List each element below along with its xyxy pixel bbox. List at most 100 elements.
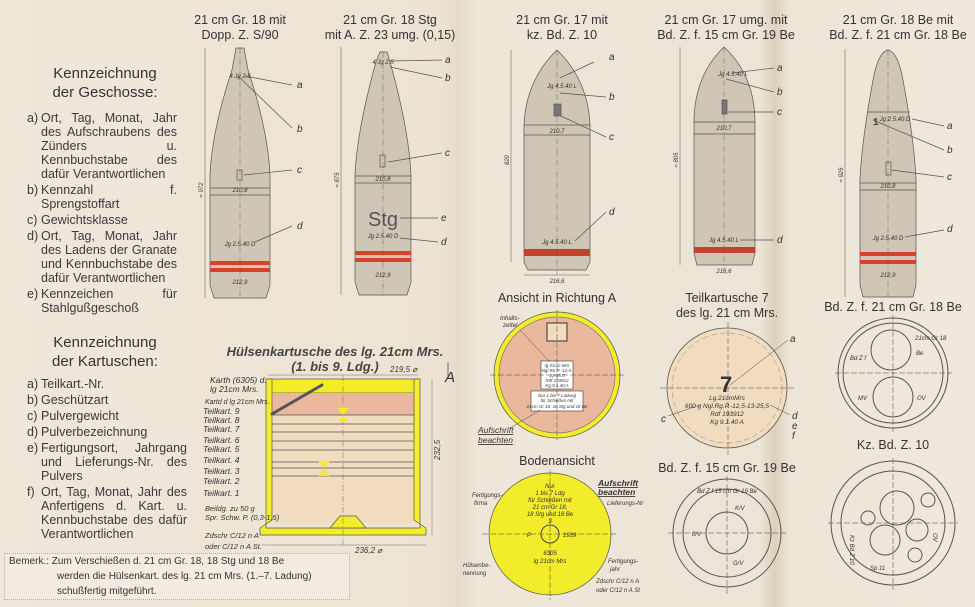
- fuze-mark: G/V: [733, 561, 744, 567]
- ring-text: Bd Z f: [850, 356, 867, 362]
- label-line: 21cm Gr 18, 18 Stg und 18 Be: [526, 404, 588, 409]
- length-label: ≈ 875: [335, 172, 341, 188]
- cartridge-legend-heading: Kennzeichnung der Kartuschen:: [30, 333, 180, 371]
- legend-item: f)Ort, Tag, Monat, Jahr des Anfertigens …: [27, 485, 187, 541]
- legend-key: b): [27, 393, 39, 407]
- callout-label: Fertigungs-: [608, 559, 638, 565]
- loading-marking: Jg 2.5.40 D: [224, 242, 256, 248]
- ring-text: Kz Bd Z 10: [848, 535, 854, 565]
- shell-title: Dopp. Z. S/90: [201, 28, 278, 42]
- shell-title: kz. Bd. Z. 10: [527, 28, 597, 42]
- remark-text: Zum Verschießen d. 21 cm Gr. 18, 18 Stg …: [51, 556, 285, 567]
- legend-text: Gewichtsklasse: [41, 213, 128, 227]
- part-label: Teilkart. 6: [203, 435, 240, 445]
- legend-item: b)Kennzahl f. Sprengstoffart: [27, 183, 177, 211]
- fuze-marking: 4 Jg 2.5: [229, 74, 251, 80]
- cartridge-part-labels: Karth (6305) d. lg 21cm Mrs. Kartd d lg …: [203, 375, 280, 551]
- remark-text: schußfertig mitgeführt.: [57, 586, 157, 597]
- part-label: Spr. Schw. P. (0,3-1,5): [205, 513, 280, 522]
- dimension-height: 232,5: [433, 439, 442, 461]
- callout-label: Zdschr C/12 n A: [595, 579, 639, 585]
- legend-key: d): [27, 425, 39, 439]
- remark-line: Bemerk.: Zum Verschießen d. 21 cm Gr. 18…: [9, 554, 345, 569]
- legend-text: Pulverbezeichnung: [41, 425, 148, 439]
- loading-marking: Jg 2.5.40 D: [367, 234, 399, 240]
- shell-title: 21 cm Gr. 17 umg. mit: [665, 13, 788, 27]
- callout-c: c: [445, 148, 450, 159]
- callout-label: beachten: [598, 487, 635, 497]
- loading-marking: Jg 2.5.40 D: [872, 236, 904, 242]
- length-label: ≈ 972: [199, 182, 205, 198]
- callout-b: b: [297, 124, 303, 135]
- shell-title: 21 cm Gr. 17 mit: [516, 13, 608, 27]
- legend-key: b): [27, 183, 39, 197]
- label-line: 18 Stg und 18 Be: [527, 512, 574, 518]
- part-label: oder C/12 n A St.: [205, 542, 262, 551]
- shell-title: 21 cm Gr. 18 mit: [194, 13, 286, 27]
- legend-text: Kennzahl f. Sprengstoffart: [41, 183, 177, 211]
- callout-label: Aufschrift: [597, 478, 639, 488]
- fuze-title: Bd. Z. f. 15 cm Gr. 19 Be: [658, 461, 796, 475]
- cartridge-legend-list: a)Teilkart.-Nr. b)Geschützart c)Pulverge…: [27, 377, 187, 543]
- callout-label: Hülsenbe-: [463, 563, 490, 569]
- cartridge-subtitle: (1. bis 9. Ldg.): [291, 359, 378, 374]
- callout-a: a: [609, 52, 615, 63]
- diameter-label: 212,9: [374, 273, 391, 279]
- diameter-label: 210,8: [879, 184, 896, 190]
- shell-gr18-stg-drawing: [340, 47, 443, 296]
- steel-cast-marking: Stg: [368, 209, 398, 231]
- shell-gr17-labels: Jg 4.5.40 L 210,7 Jg 4.5.40 L 216,6 820 …: [505, 52, 615, 285]
- diameter-label: 212,9: [231, 280, 248, 286]
- cartridge-title: Hülsenkartusche des lg. 21cm Mrs.: [227, 344, 444, 359]
- callout-d: d: [947, 224, 953, 235]
- bottom-view: Nur 1 bis 7 Ldg für Schießen mit 21 cm G…: [463, 454, 644, 600]
- fuze-marking: Jg 2.5.40 D: [879, 117, 911, 123]
- bottom-view-title: Bodenansicht: [519, 454, 595, 468]
- partial-charge-7: Teilkartusche 7 des lg. 21 cm Mrs. 7 Lg.…: [660, 291, 798, 455]
- callout-label: Aufschrift: [477, 425, 514, 435]
- part-label: Teilkart. 7: [203, 424, 240, 434]
- legend-text: Ort, Tag, Monat, Jahr des Aufschraubens …: [41, 111, 177, 181]
- part-label: Zdschr C/12 n A: [204, 531, 259, 540]
- legend-text: Kennzeichen für Stahlgußgeschoß: [41, 287, 177, 315]
- legend-key: e): [27, 287, 39, 301]
- fuze-15cm-gr19-be: Bd. Z. f. 15 cm Gr. 19 Be Bd Z f 15 cm G…: [658, 461, 796, 596]
- part-label: Teilkart. 2: [203, 476, 240, 486]
- part-label: Teilkart. 9: [203, 406, 240, 416]
- callout-d: d: [609, 207, 615, 218]
- label-line: P: [527, 533, 531, 539]
- callout-c: c: [661, 414, 666, 425]
- callout-b: b: [609, 92, 615, 103]
- heading-line: Kennzeichnung: [53, 65, 157, 82]
- legend-item: d)Ort, Tag, Monat, Jahr des Ladens der G…: [27, 229, 177, 285]
- fuze-marking: 4 Jg 2.5: [372, 60, 394, 66]
- callout-label: Inhalts-: [500, 316, 520, 322]
- legend-key: d): [27, 229, 39, 243]
- partial-charge-title: des lg. 21 cm Mrs.: [676, 306, 778, 320]
- legend-key: f): [27, 485, 35, 499]
- label-line: Kg 9.1.40 A: [710, 419, 744, 426]
- heading-line: Kennzeichnung: [53, 334, 157, 351]
- projectiles-legend-heading: Kennzeichnung der Geschosse:: [30, 64, 180, 102]
- callout-a: a: [790, 334, 796, 345]
- dimension-top: 219,5 ⌀: [389, 365, 418, 374]
- shell-gr18-stg-labels: 4 Jg 2.5 210,8 Stg Jg 2.5.40 D 212,9 ≈ 8…: [335, 55, 451, 279]
- ring-text: 21cm Gr 18: [914, 336, 947, 342]
- fuze-kz-bd-z10: Kz. Bd. Z. 10 Kz Bd Z 10 Sp 11 OV: [828, 438, 958, 590]
- loading-marking: Jg 4.5.40 L: [541, 240, 572, 246]
- shell-gr17-umg-drawing: [679, 46, 775, 270]
- callout-label: oder C/12 n A St: [596, 588, 640, 594]
- callout-e: e: [441, 213, 447, 224]
- heading-line: der Geschosse:: [52, 84, 158, 101]
- label-line: 3: [548, 519, 552, 525]
- legend-text: Teilkart.-Nr.: [41, 377, 105, 391]
- shell-title: 21 cm Gr. 18 Be mit: [843, 13, 954, 27]
- callout-b: b: [445, 73, 451, 84]
- shell-title: Bd. Z. f. 21 cm Gr. 18 Be: [829, 28, 967, 42]
- part-label: Teilkart. 5: [203, 444, 240, 454]
- dimension-bottom: 236,2 ⌀: [354, 546, 383, 555]
- label-line: für Schießen mit: [541, 398, 575, 403]
- fuze-title: Kz. Bd. Z. 10: [857, 438, 929, 452]
- callout-c: c: [609, 132, 614, 143]
